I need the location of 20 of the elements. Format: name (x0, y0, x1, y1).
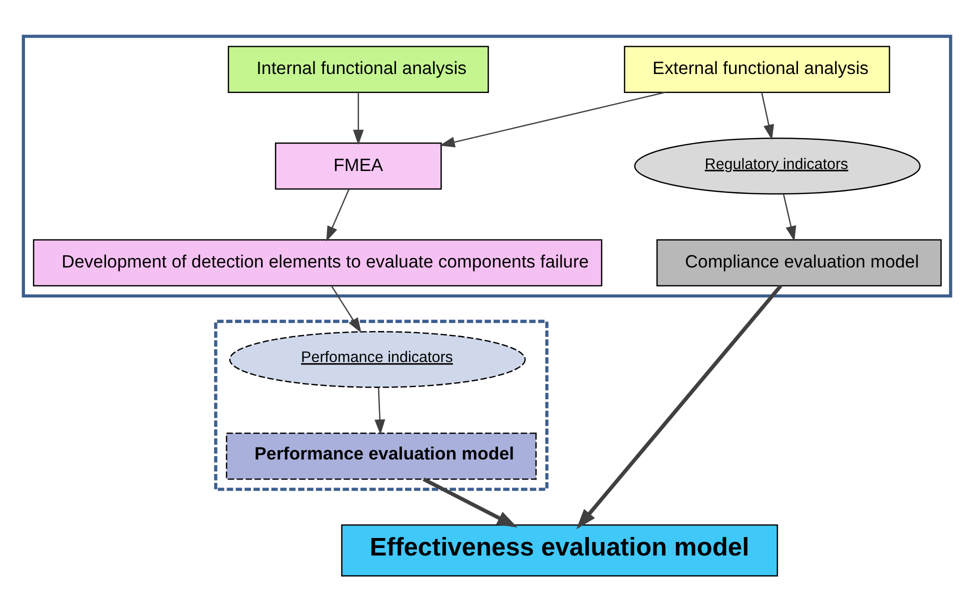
arrow (326, 188, 350, 242)
arrow (440, 92, 666, 148)
node-box: Internal functional analysis (228, 46, 489, 93)
cluster (214, 320, 548, 491)
node-box: Performance evaluation model (226, 432, 537, 480)
arrow (422, 477, 518, 528)
node-box: Effectiveness evaluation model (341, 524, 778, 577)
node-box: External functional analysis (624, 46, 890, 93)
arrow (761, 92, 774, 140)
node-ellipse: Regulatory indicators (634, 138, 921, 195)
node-box: Compliance evaluation model (656, 239, 942, 286)
node-box: FMEA (274, 142, 442, 190)
node-box: Development of detection elements to evaluate components failure (32, 239, 602, 286)
arrow (782, 194, 796, 242)
arrow (330, 286, 362, 334)
arrow (374, 387, 386, 435)
cluster (22, 34, 952, 298)
arrow (353, 92, 364, 146)
node-ellipse: Perfomance indicators (229, 331, 526, 388)
arrow (576, 284, 782, 530)
